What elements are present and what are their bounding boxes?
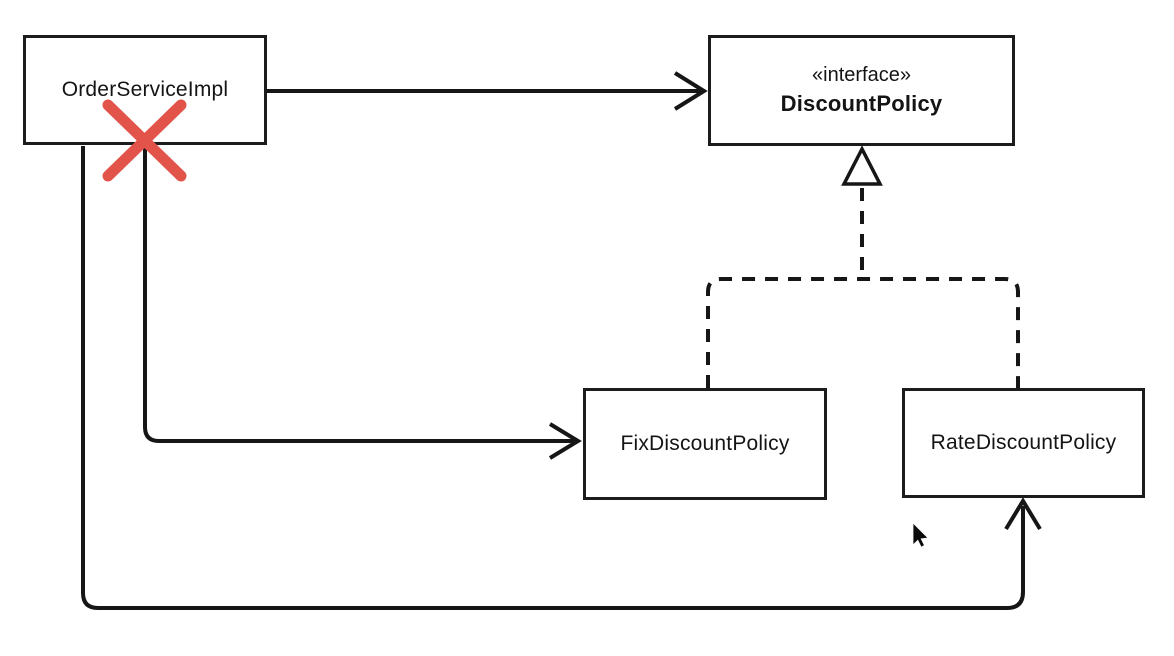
class-box-orderserviceimpl: OrderServiceImpl: [23, 35, 267, 145]
mouse-cursor-icon: [912, 522, 929, 548]
interface-stereotype: «interface»: [812, 64, 911, 86]
arrow-orderservice-to-fixdiscountpolicy: [143, 146, 582, 460]
class-name-orderserviceimpl: OrderServiceImpl: [61, 78, 229, 101]
class-box-fixdiscountpolicy: FixDiscountPolicy: [583, 388, 827, 500]
class-box-ratediscountpolicy: RateDiscountPolicy: [902, 388, 1145, 498]
class-name-ratediscountpolicy: RateDiscountPolicy: [930, 431, 1117, 454]
interface-name-discountpolicy: DiscountPolicy: [780, 91, 943, 116]
realization-triangle-arrowhead: [841, 145, 883, 186]
arrow-orderservice-to-ratediscountpolicy: [81, 146, 1042, 610]
arrow-orderservice-to-discountpolicy: [266, 71, 708, 111]
interface-box-discountpolicy: «interface» DiscountPolicy: [708, 35, 1015, 146]
class-name-fixdiscountpolicy: FixDiscountPolicy: [620, 432, 790, 455]
realization-dashed-lines: [706, 188, 1020, 388]
